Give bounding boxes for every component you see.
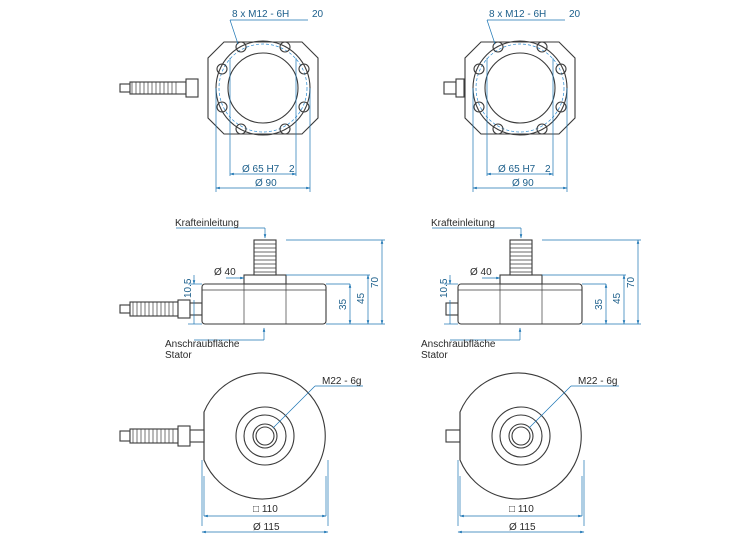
thread-label-left: 8 x M12 - 6H	[232, 9, 289, 20]
pilot-depth-right: 2	[545, 164, 551, 175]
flange-outline	[464, 41, 576, 135]
side-view-left	[119, 227, 385, 341]
thread-label-bottom-right: M22 - 6g	[578, 376, 617, 387]
height-35-left: 35	[338, 298, 349, 310]
bolt-holes	[473, 41, 567, 135]
height-top-left: 10.5	[183, 278, 194, 298]
pilot-label-right: Ø 65 H7	[498, 164, 536, 175]
pilot-depth-left: 2	[289, 164, 295, 175]
diameter-label-right: Ø 115	[509, 522, 536, 533]
height-35-right: 35	[594, 298, 605, 310]
force-label-left: Krafteinleitung	[175, 218, 239, 229]
thread-depth-right: 20	[569, 9, 581, 20]
square-label-right: □ 110	[509, 504, 534, 515]
pilot-label-left: Ø 65 H7	[242, 164, 280, 175]
mount-label-left-2: Stator	[165, 350, 192, 361]
height-70-left: 70	[370, 276, 381, 288]
outer-diameter-left: Ø 90	[255, 178, 277, 189]
stud-diameter-left: Ø 40	[214, 267, 236, 278]
stud-diameter-right: Ø 40	[470, 267, 492, 278]
top-view-right	[443, 19, 576, 192]
mount-label-left-1: Anschraubfläche	[165, 339, 240, 350]
bottom-view-right	[445, 372, 619, 534]
thread-depth-left: 20	[312, 9, 324, 20]
height-70-right: 70	[626, 276, 637, 288]
bolt-holes	[216, 41, 310, 135]
square-label-left: □ 110	[253, 504, 278, 515]
bore-circle	[227, 52, 299, 124]
bottom-view-left	[119, 372, 363, 534]
top-view-left	[119, 19, 319, 192]
mount-label-right-2: Stator	[421, 350, 448, 361]
thread-label-bottom-left: M22 - 6g	[322, 376, 361, 387]
height-45-left: 45	[356, 292, 367, 304]
flange-outline	[207, 41, 319, 135]
force-label-right: Krafteinleitung	[431, 218, 495, 229]
dash-circle	[218, 43, 308, 133]
side-view-right	[432, 227, 641, 341]
outer-diameter-right: Ø 90	[512, 178, 534, 189]
thread-label-right: 8 x M12 - 6H	[489, 9, 546, 20]
height-45-right: 45	[612, 292, 623, 304]
diameter-label-left: Ø 115	[253, 522, 280, 533]
height-top-right: 10.5	[439, 278, 450, 298]
mount-label-right-1: Anschraubfläche	[421, 339, 496, 350]
cable-left	[119, 78, 199, 98]
